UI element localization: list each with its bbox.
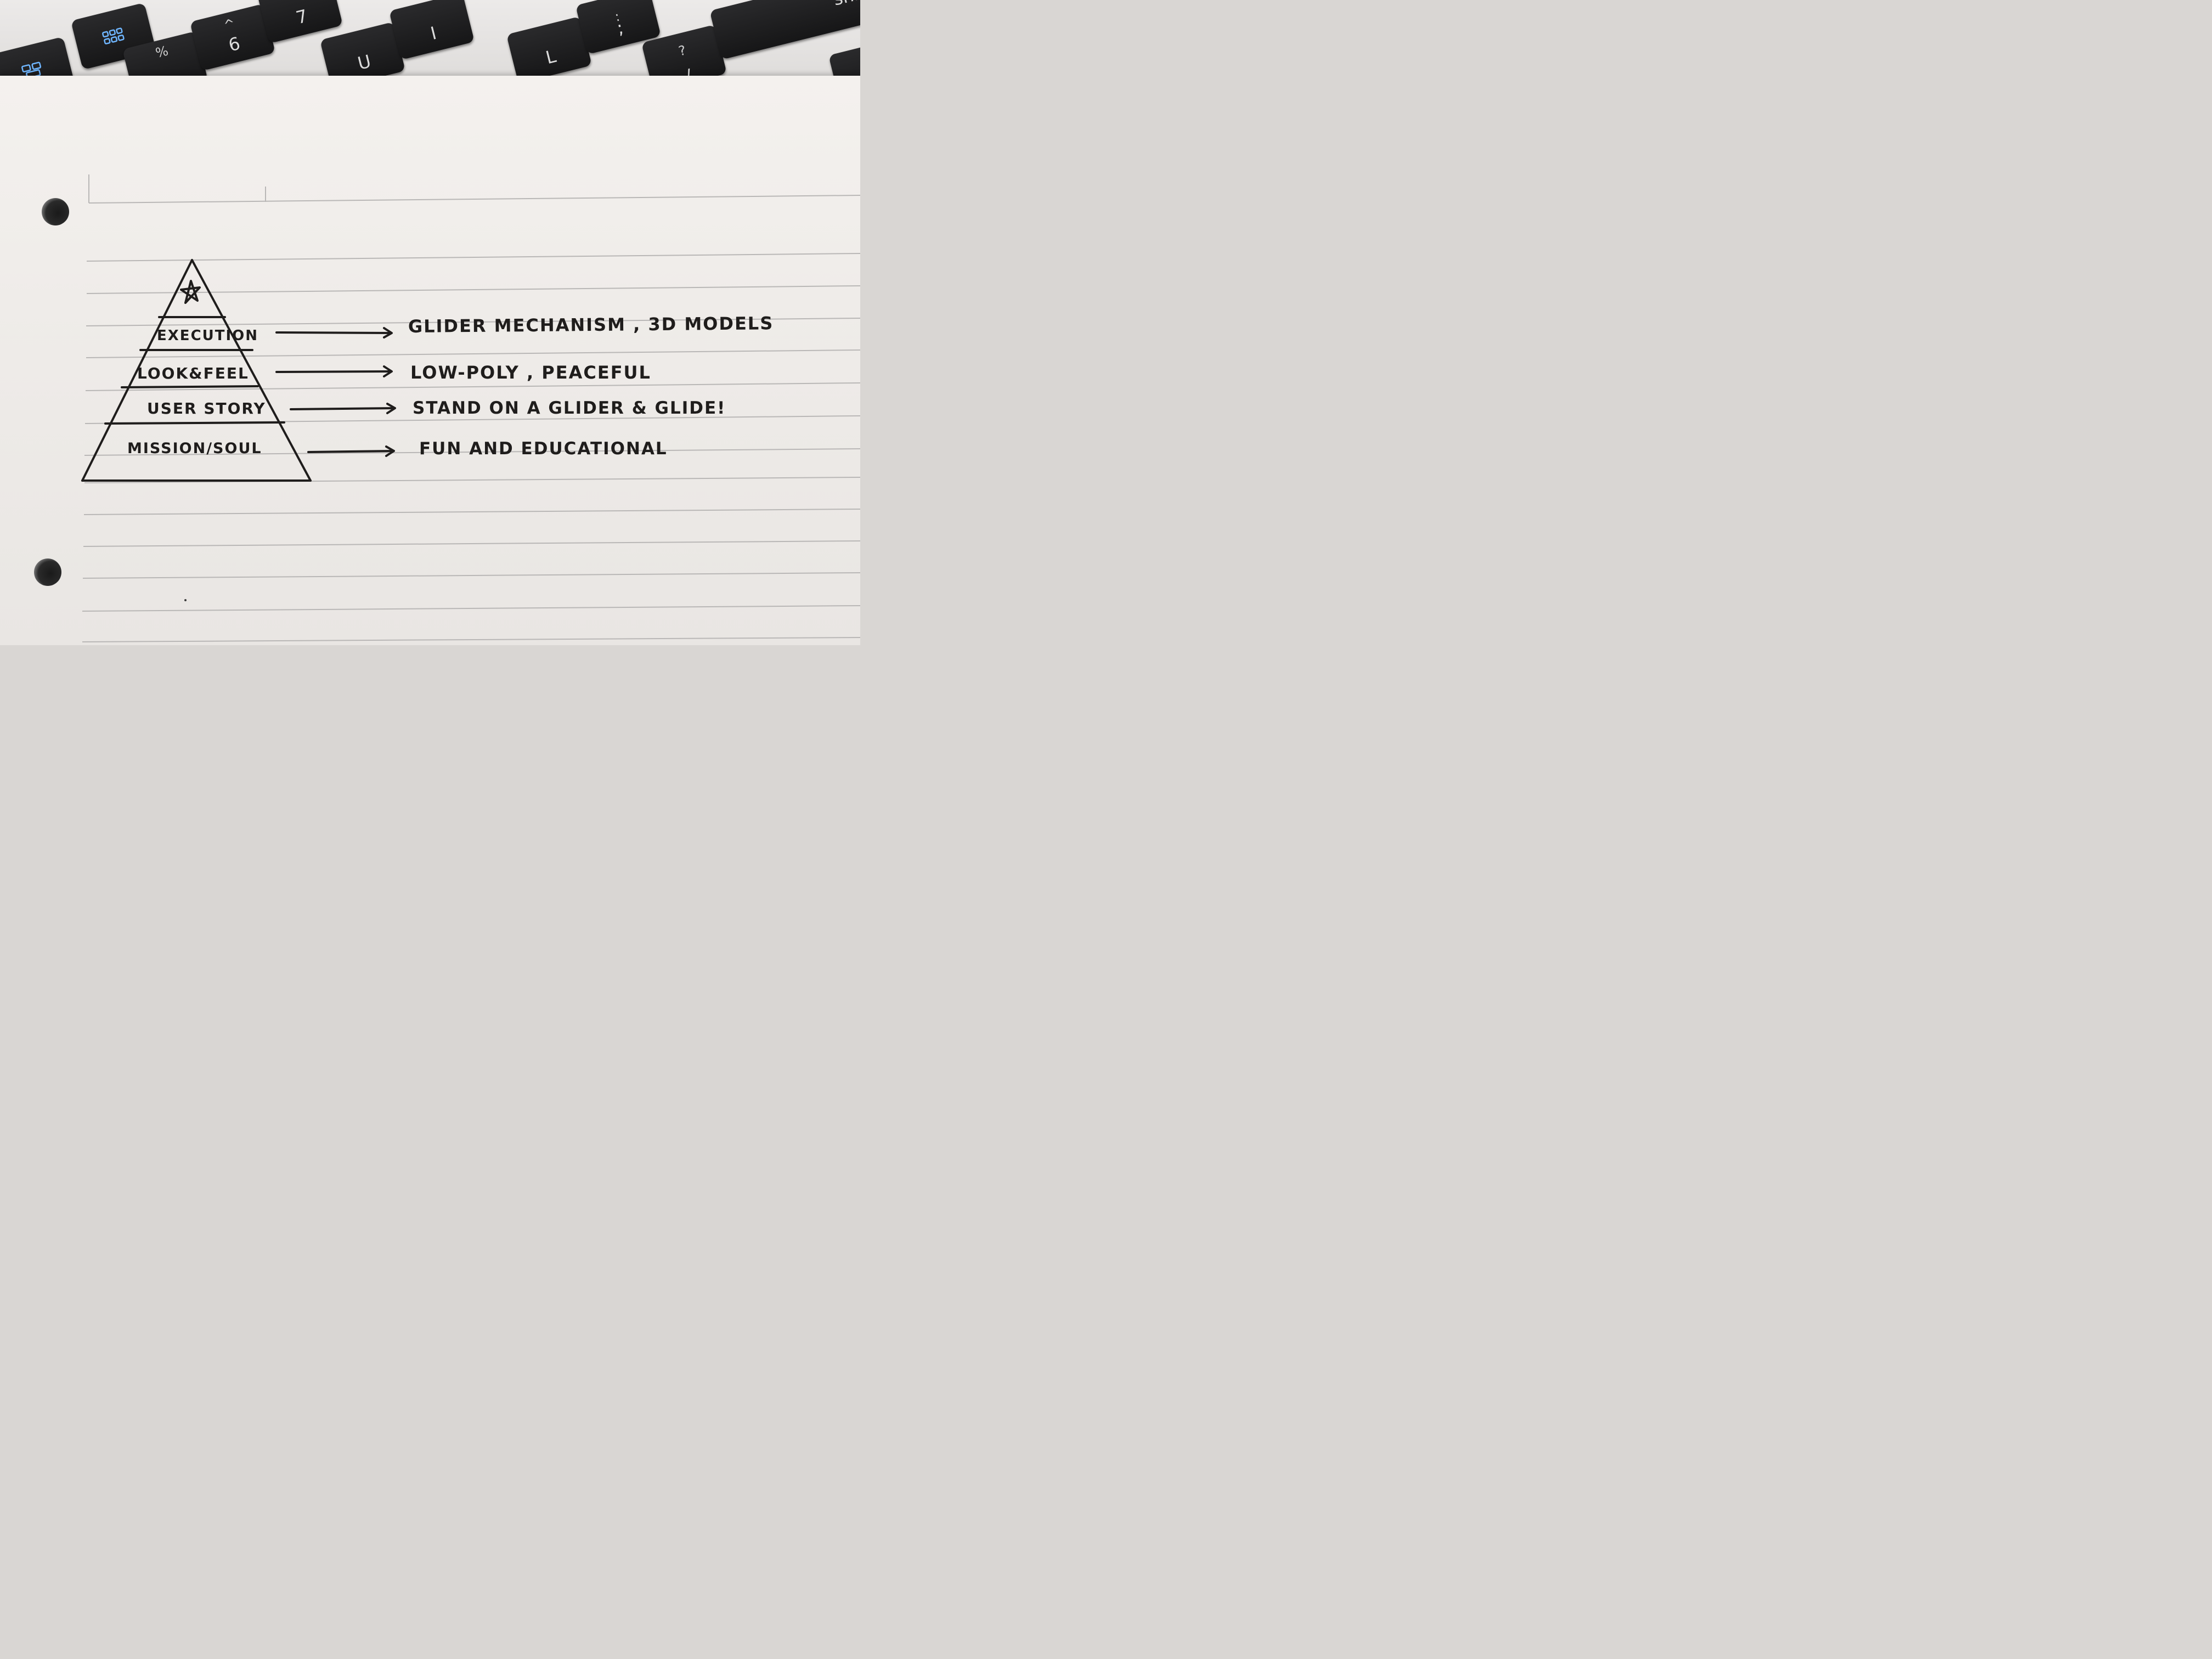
mission-control-icon (0, 37, 75, 93)
level-label-mission-soul: MISSION/SOUL (127, 440, 262, 457)
pencil-speck (184, 599, 187, 601)
binder-hole-bottom (34, 558, 61, 586)
launchpad-icon (71, 3, 156, 70)
level-label-execution: EXECUTION (157, 328, 258, 344)
description-execution: GLIDER MECHANISM , 3D MODELS (408, 313, 774, 337)
arrow-execution (275, 327, 393, 338)
key-mission-control (0, 36, 76, 93)
level-label-user-story: USER STORY (147, 399, 266, 417)
description-look-feel: LOW-POLY , PEACEFUL (410, 362, 651, 383)
arrow-mission-soul (307, 445, 395, 457)
notebook-paper (0, 76, 860, 645)
key-launchpad (70, 2, 157, 70)
description-user-story: STAND ON A GLIDER & GLIDE! (413, 398, 726, 418)
description-mission-soul: FUN AND EDUCATIONAL (419, 439, 668, 459)
star-icon (180, 280, 201, 304)
arrow-user-story (290, 403, 396, 414)
arrow-look-feel (275, 365, 393, 377)
photo-scene: % 5 ^ 6 7 U I L : ; ? (0, 0, 860, 645)
arrows (275, 327, 396, 457)
pyramid-sketch: EXECUTION LOOK&FEEL USER STORY MISSION/S… (81, 259, 774, 601)
level-label-look-feel: LOOK&FEEL (137, 364, 249, 382)
binder-hole-top (42, 198, 69, 225)
pyramid-outline (81, 259, 312, 482)
